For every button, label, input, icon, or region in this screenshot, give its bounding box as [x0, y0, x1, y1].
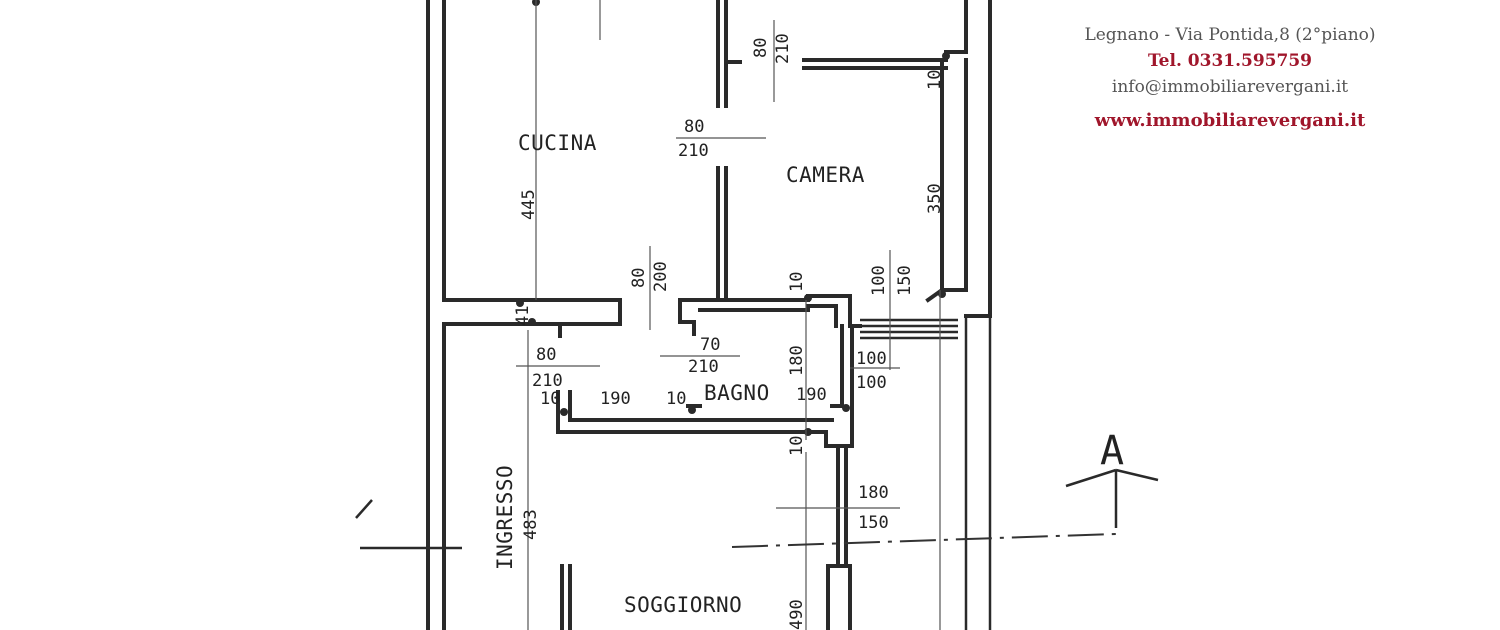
dim-label: 80 — [629, 268, 649, 288]
dim-label: 210 — [688, 357, 719, 377]
dimension-lines — [516, 0, 941, 630]
dim-label: 100 — [869, 265, 889, 296]
agency-address: Legnano - Via Pontida,8 (2°piano) — [1084, 25, 1376, 45]
dim-label: 190 — [600, 389, 631, 409]
dim-label: 210 — [678, 141, 709, 161]
agency-contact: Legnano - Via Pontida,8 (2°piano) Tel. 0… — [1060, 22, 1400, 134]
walls — [426, 0, 992, 630]
section-line — [355, 468, 1159, 550]
dim-label: 10 — [666, 389, 686, 409]
dim-label: 490 — [787, 599, 807, 630]
room-cucina: CUCINA — [518, 131, 597, 155]
dim-label: 10 — [787, 272, 807, 292]
dim-label: 210 — [532, 371, 563, 391]
room-camera: CAMERA — [786, 163, 865, 187]
agency-phone: Tel. 0331.595759 — [1147, 51, 1312, 71]
dim-label: 80 — [684, 117, 704, 137]
dim-label: 100 — [856, 373, 887, 393]
dim-label: 483 — [521, 509, 541, 540]
dim-label: 10 — [787, 436, 807, 456]
section-marker: A — [1100, 428, 1124, 474]
agency-website: www.immobiliarevergani.it — [1094, 110, 1366, 131]
junction-dots — [516, 0, 950, 436]
dim-label: 80 — [536, 345, 556, 365]
room-soggiorno: SOGGIORNO — [624, 593, 742, 617]
dim-label: 100 — [856, 349, 887, 369]
dim-label: 70 — [700, 335, 720, 355]
dim-label: 10 — [925, 70, 945, 90]
dim-label: 350 — [925, 183, 945, 214]
dim-label: 10 — [540, 389, 560, 409]
dim-label: 200 — [651, 261, 671, 292]
agency-email: info@immobiliarevergani.it — [1111, 77, 1349, 97]
dim-label: 80 — [751, 38, 771, 58]
dim-label: 445 — [519, 189, 539, 220]
dim-label: 150 — [858, 513, 889, 533]
dim-label: 180 — [858, 483, 889, 503]
dim-label: 190 — [796, 385, 827, 405]
dim-label: 210 — [773, 33, 793, 64]
room-bagno: BAGNO — [704, 381, 770, 405]
dim-label: 41 — [513, 306, 533, 326]
dim-label: 150 — [895, 265, 915, 296]
room-ingresso: INGRESSO — [493, 465, 517, 570]
dim-label: 180 — [787, 345, 807, 376]
